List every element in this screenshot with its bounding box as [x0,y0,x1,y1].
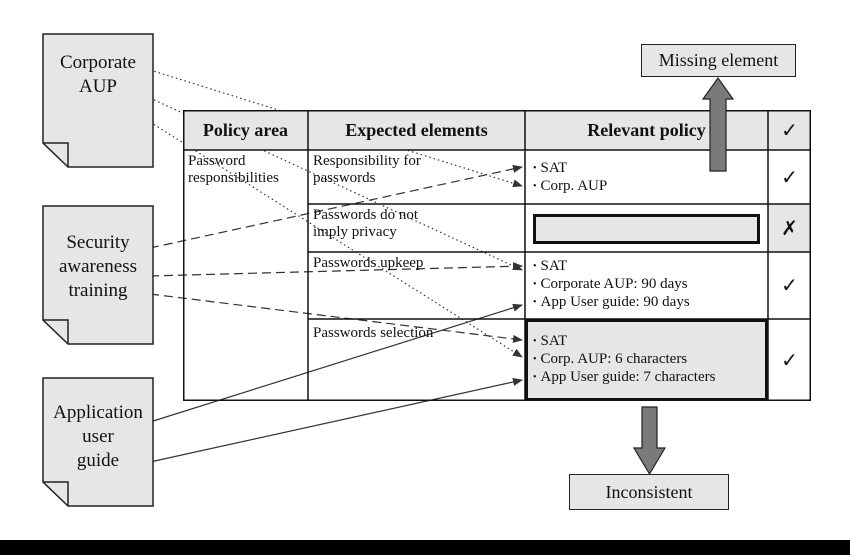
check-icon: ✓ [781,349,798,372]
document-label: Security awareness training [58,232,138,301]
header-relevant-policy: Relevant policy [525,110,768,150]
element-selection: Passwords selection [313,325,434,341]
cross-icon: ✗ [781,217,798,240]
list-item: SAT [533,258,690,276]
missing-element-label: Missing element [641,44,796,77]
missing-status-cell [768,204,811,252]
link-sat-selection [149,293,523,343]
header-expected-elements: Expected elements [308,110,525,150]
inconsistent-label: Inconsistent [569,474,729,510]
list-item: Corp. AUP: 6 characters [533,351,715,369]
link-sat-upkeep [149,262,523,277]
bottom-rule [0,540,850,555]
policy-list-responsibility: SAT Corp. AUP [533,160,608,196]
down-arrow-icon [632,406,667,476]
link-sat-responsibility [149,165,523,249]
link-guide-selection [149,378,523,463]
document-icon [42,33,154,168]
policy-table: Policy area Expected elements Relevant p… [183,110,811,401]
policy-area-cell: Password responsibilities [188,153,279,186]
header-policy-area: Policy area [183,110,308,150]
link-guide-upkeep [149,303,523,423]
check-icon: ✓ [781,166,798,189]
document-application-user-guide: Application user guide [42,377,154,507]
list-item: Corporate AUP: 90 days [533,276,690,294]
list-item: App User guide: 90 days [533,294,690,312]
table-grid [183,110,811,401]
link-aup-selection [149,121,523,358]
header-status: ✓ [768,110,811,150]
up-arrow-icon [701,76,735,172]
missing-policy-cell [533,214,760,244]
element-privacy: Passwords do not imply privacy [313,207,419,240]
list-item: App User guide: 7 characters [533,369,716,387]
document-label: Corporate AUP [60,52,136,97]
list-item: Corp. AUP [533,178,608,196]
list-item: SAT [533,333,715,351]
document-security-awareness-training: Security awareness training [42,205,154,345]
document-corporate-aup: Corporate AUP [42,33,154,168]
element-upkeep: Passwords upkeep [313,255,424,271]
list-item: SAT [533,160,607,178]
element-responsibility: Responsibility for passwords [313,153,421,186]
policy-list-upkeep: SAT Corporate AUP: 90 days App User guid… [533,258,690,312]
document-icon [42,205,154,345]
check-icon: ✓ [781,275,798,297]
policy-list-selection: SAT Corp. AUP: 6 characters App User gui… [533,333,716,387]
document-label: Application user guide [53,402,143,471]
document-icon [42,377,154,507]
